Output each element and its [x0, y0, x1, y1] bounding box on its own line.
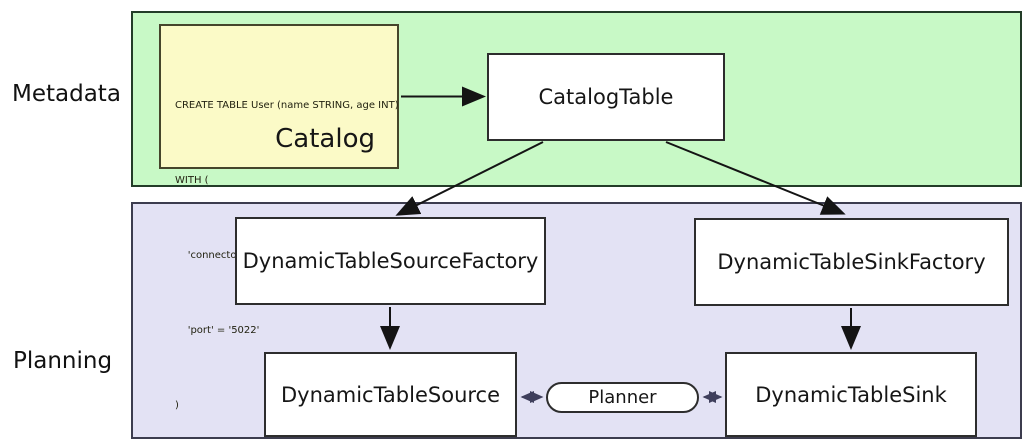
sql-line-2: WITH (: [175, 175, 209, 186]
planner-node: Planner: [546, 382, 699, 413]
dynamic-table-source-factory-node: DynamicTableSourceFactory: [235, 217, 546, 305]
catalog-table-node: CatalogTable: [487, 53, 725, 141]
sql-line-5: ): [175, 400, 179, 411]
sql-line-1: CREATE TABLE User (name STRING, age INT): [175, 100, 399, 111]
catalog-box: CREATE TABLE User (name STRING, age INT)…: [159, 24, 399, 411]
dynamic-table-sink-factory-node: DynamicTableSinkFactory: [694, 218, 1009, 306]
sql-line-4: 'port' = '5022': [175, 325, 260, 336]
catalog-label: Catalog: [275, 124, 375, 154]
planning-label: Planning: [13, 348, 113, 374]
metadata-label: Metadata: [12, 81, 121, 107]
dynamic-table-source-node: DynamicTableSource: [264, 352, 517, 437]
dynamic-table-sink-node: DynamicTableSink: [725, 352, 977, 437]
